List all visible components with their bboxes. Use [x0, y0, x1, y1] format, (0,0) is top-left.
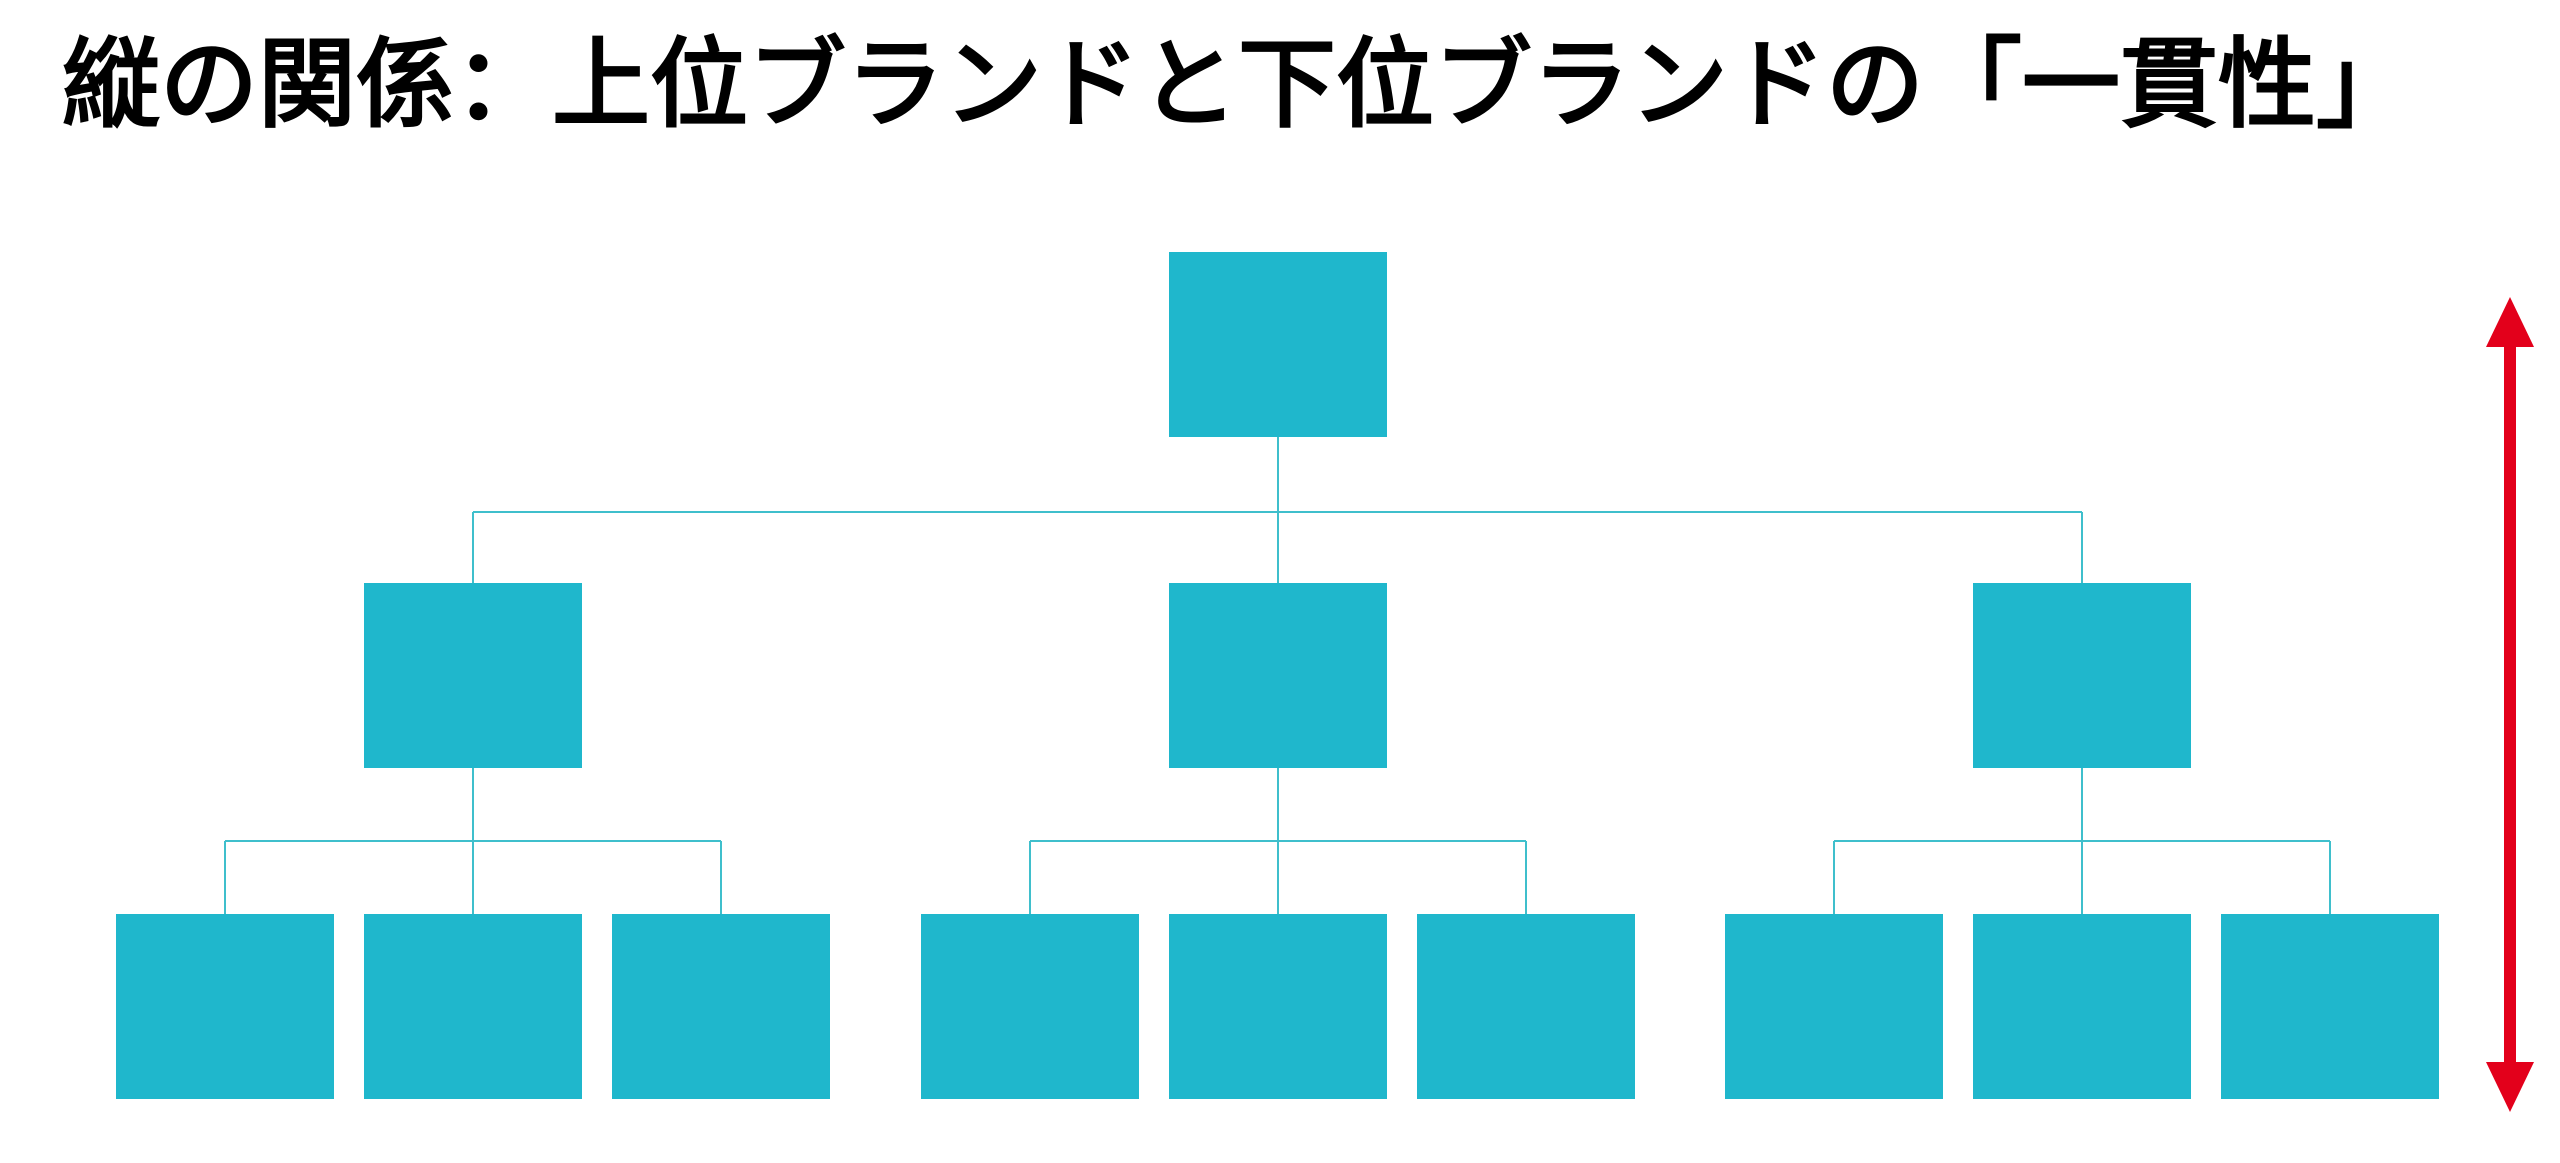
- sub-brand-box-2-2: [1169, 914, 1387, 1099]
- hierarchy-boxes: [116, 252, 2439, 1099]
- sub-brand-box-2-1: [921, 914, 1139, 1099]
- arrow-shaft: [2504, 345, 2516, 1064]
- sub-brand-box-3-2: [1973, 914, 2191, 1099]
- sub-brand-box-1-2: [364, 914, 582, 1099]
- arrow-head-down-icon: [2486, 1062, 2534, 1112]
- sub-brand-box-1-1: [116, 914, 334, 1099]
- arrow-head-up-icon: [2486, 297, 2534, 347]
- sub-brand-box-3-1: [1725, 914, 1943, 1099]
- page-title: 縦の関係：上位ブランドと下位ブランドの「一貫性」: [62, 28, 2415, 142]
- sub-brand-box-2-3: [1417, 914, 1635, 1099]
- connector-lines: [224, 437, 2331, 914]
- mid-brand-box-3: [1973, 583, 2191, 768]
- top-brand-box: [1169, 252, 1387, 437]
- sub-brand-box-3-3: [2221, 914, 2439, 1099]
- mid-brand-box-1: [364, 583, 582, 768]
- vertical-double-arrow: [2486, 297, 2534, 1112]
- mid-brand-box-2: [1169, 583, 1387, 768]
- sub-brand-box-1-3: [612, 914, 830, 1099]
